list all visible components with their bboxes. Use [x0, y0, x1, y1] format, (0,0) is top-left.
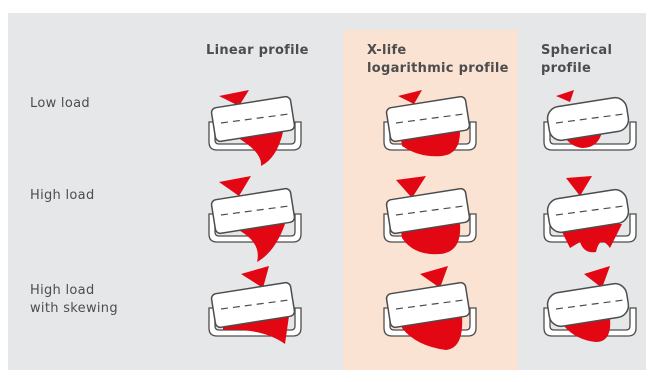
load-triangle: [566, 176, 592, 196]
load-triangle: [556, 90, 574, 102]
roller-body: [385, 95, 471, 143]
cell-linear-skewing: [205, 266, 305, 356]
cell-spherical-high-load: [540, 172, 640, 262]
row-label-low-load-line-1: Low load: [30, 96, 90, 111]
load-triangle: [219, 90, 249, 106]
roller-spherical-high-load: [543, 176, 637, 253]
row-label-high-load: High load: [30, 187, 95, 205]
column-header-linear: Linear profile: [206, 42, 309, 60]
roller-body: [385, 187, 471, 235]
roller-body: [546, 188, 630, 234]
load-triangle: [398, 90, 422, 104]
column-header-linear-line-1: Linear profile: [206, 43, 309, 58]
roller-linear-high-load: [208, 176, 302, 262]
roller-xlife-skewing: [383, 266, 477, 350]
row-label-high-load-line-1: High load: [30, 188, 95, 203]
row-label-high-load-skewing-line-1: High load: [30, 283, 95, 298]
column-header-spherical-line-1: Spherical: [541, 43, 613, 58]
diagram-background: [8, 13, 646, 370]
cell-linear-low-load: [205, 80, 305, 170]
load-triangle: [584, 266, 610, 288]
roller-xlife-low-load: [383, 90, 477, 157]
roller-linear-skewing: [208, 266, 302, 344]
column-header-spherical: Spherical profile: [541, 42, 612, 78]
column-header-xlife-line-1: X-life: [367, 43, 407, 58]
row-label-high-load-skewing-line-2: with skewing: [30, 301, 118, 316]
pressure-distribution: [225, 224, 285, 262]
load-triangle: [420, 266, 448, 288]
roller-body: [210, 95, 296, 143]
pressure-distribution: [227, 132, 283, 166]
roller-spherical-skewing: [543, 266, 637, 342]
row-label-low-load: Low load: [30, 95, 90, 113]
cell-spherical-low-load: [540, 80, 640, 170]
roller-body: [546, 96, 630, 142]
load-triangle: [396, 176, 426, 198]
row-label-high-load-skewing: High load with skewing: [30, 282, 118, 318]
roller-body: [210, 281, 296, 329]
column-header-xlife-line-2: logarithmic profile: [367, 61, 509, 76]
load-triangle: [219, 176, 251, 196]
pressure-distribution: [400, 224, 461, 255]
roller-body: [546, 282, 630, 328]
load-triangle: [241, 266, 269, 288]
roller-linear-low-load: [208, 90, 302, 166]
roller-xlife-high-load: [383, 176, 477, 255]
cell-xlife-high-load: [380, 172, 480, 262]
cell-linear-high-load: [205, 172, 305, 262]
roller-spherical-low-load: [543, 90, 637, 151]
cell-xlife-skewing: [380, 266, 480, 356]
roller-body: [210, 187, 296, 235]
roller-body: [385, 281, 471, 329]
cell-xlife-low-load: [380, 80, 480, 170]
cell-spherical-skewing: [540, 266, 640, 356]
column-header-xlife: X-life logarithmic profile: [367, 42, 509, 78]
column-header-spherical-line-2: profile: [541, 61, 592, 76]
